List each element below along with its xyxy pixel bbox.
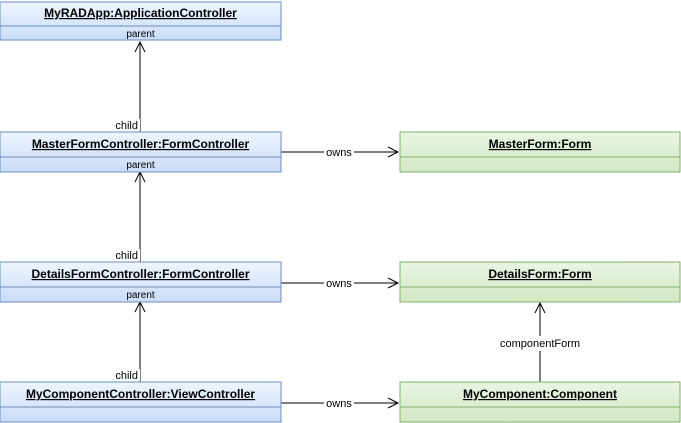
node-master-controller[interactable]: MasterFormController:FormController pare… (0, 131, 282, 173)
edge-label-details-child: child (115, 250, 138, 262)
edge-label-component-child: child (115, 370, 138, 382)
edge-label-owns-master: owns (326, 147, 352, 159)
edge-label-component-form: componentForm (500, 338, 580, 350)
node-title: MasterFormController:FormController (32, 137, 250, 151)
node-title: DetailsForm:Form (488, 267, 591, 281)
node-details-form[interactable]: DetailsForm:Form (399, 261, 681, 303)
node-title: MasterForm:Form (489, 137, 592, 151)
edge-label-master-child: child (115, 120, 138, 132)
node-attribute: parent (126, 160, 155, 171)
node-component[interactable]: MyComponent:Component (399, 381, 681, 423)
edge-labels: child child child owns owns owns compone… (114, 119, 585, 410)
edge-label-owns-component: owns (326, 398, 352, 410)
node-attribute: parent (126, 29, 155, 40)
edge-label-owns-details: owns (326, 278, 352, 290)
edge-master-to-app (134, 40, 146, 132)
edge-details-to-master (134, 170, 146, 262)
node-master-form[interactable]: MasterForm:Form (399, 131, 681, 173)
edges (134, 40, 546, 409)
node-app-controller[interactable]: MyRADApp:ApplicationController parent (0, 1, 282, 41)
node-title: MyComponent:Component (463, 387, 617, 401)
node-component-controller[interactable]: MyComponentController:ViewController (0, 381, 282, 423)
node-attribute: parent (126, 290, 155, 301)
node-title: MyComponentController:ViewController (26, 387, 255, 401)
node-title: MyRADApp:ApplicationController (44, 6, 237, 20)
node-details-controller[interactable]: DetailsFormController:FormController par… (0, 261, 282, 303)
node-title: DetailsFormController:FormController (31, 267, 249, 281)
